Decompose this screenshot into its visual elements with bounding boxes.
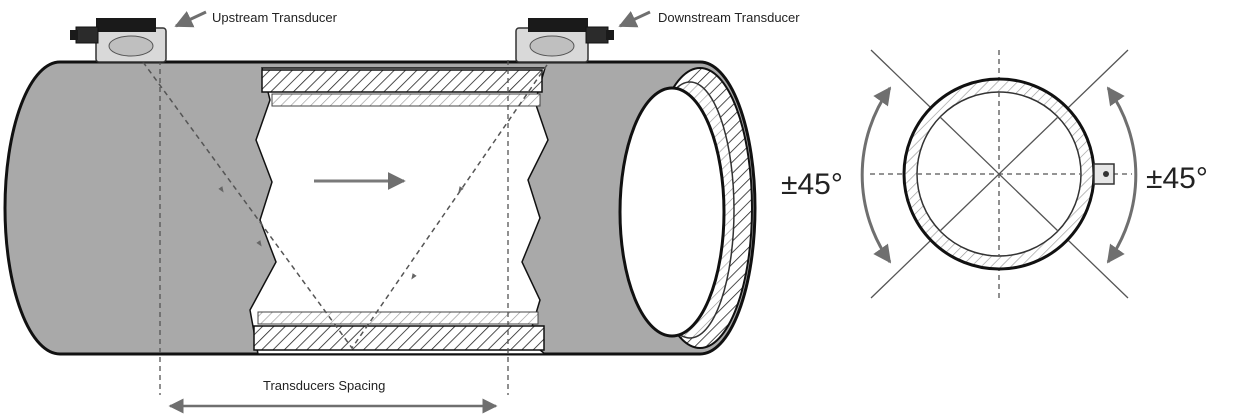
upstream-pointer-arrow — [174, 10, 207, 28]
downstream-pointer-arrow — [618, 10, 651, 28]
upstream-transducer — [70, 18, 167, 63]
pipe-side-view: Upstream Transducer Downstream Transduce… — [3, 10, 800, 414]
top-wall-hatch — [261, 69, 543, 93]
angle-label-right: ±45° — [1146, 162, 1208, 195]
spacing-label: Transducers Spacing — [263, 378, 385, 393]
angle-label-left: ±45° — [781, 168, 843, 201]
downstream-label: Downstream Transducer — [658, 10, 800, 25]
downstream-transducer — [515, 18, 614, 63]
left-angle-arc-arrow — [860, 86, 892, 264]
pipe-cross-section: ±45° ±45° — [781, 49, 1208, 300]
cross-section-transducer — [1093, 163, 1115, 185]
pipe-end-opening — [618, 86, 726, 338]
right-angle-arc-arrow — [1106, 86, 1138, 264]
signal-path — [142, 61, 550, 350]
bottom-wall-hatch — [253, 325, 545, 351]
bottom-liner-hatch — [257, 311, 539, 325]
upstream-label: Upstream Transducer — [212, 10, 338, 25]
pipe-cutaway — [249, 67, 549, 355]
top-liner-hatch — [271, 93, 541, 107]
